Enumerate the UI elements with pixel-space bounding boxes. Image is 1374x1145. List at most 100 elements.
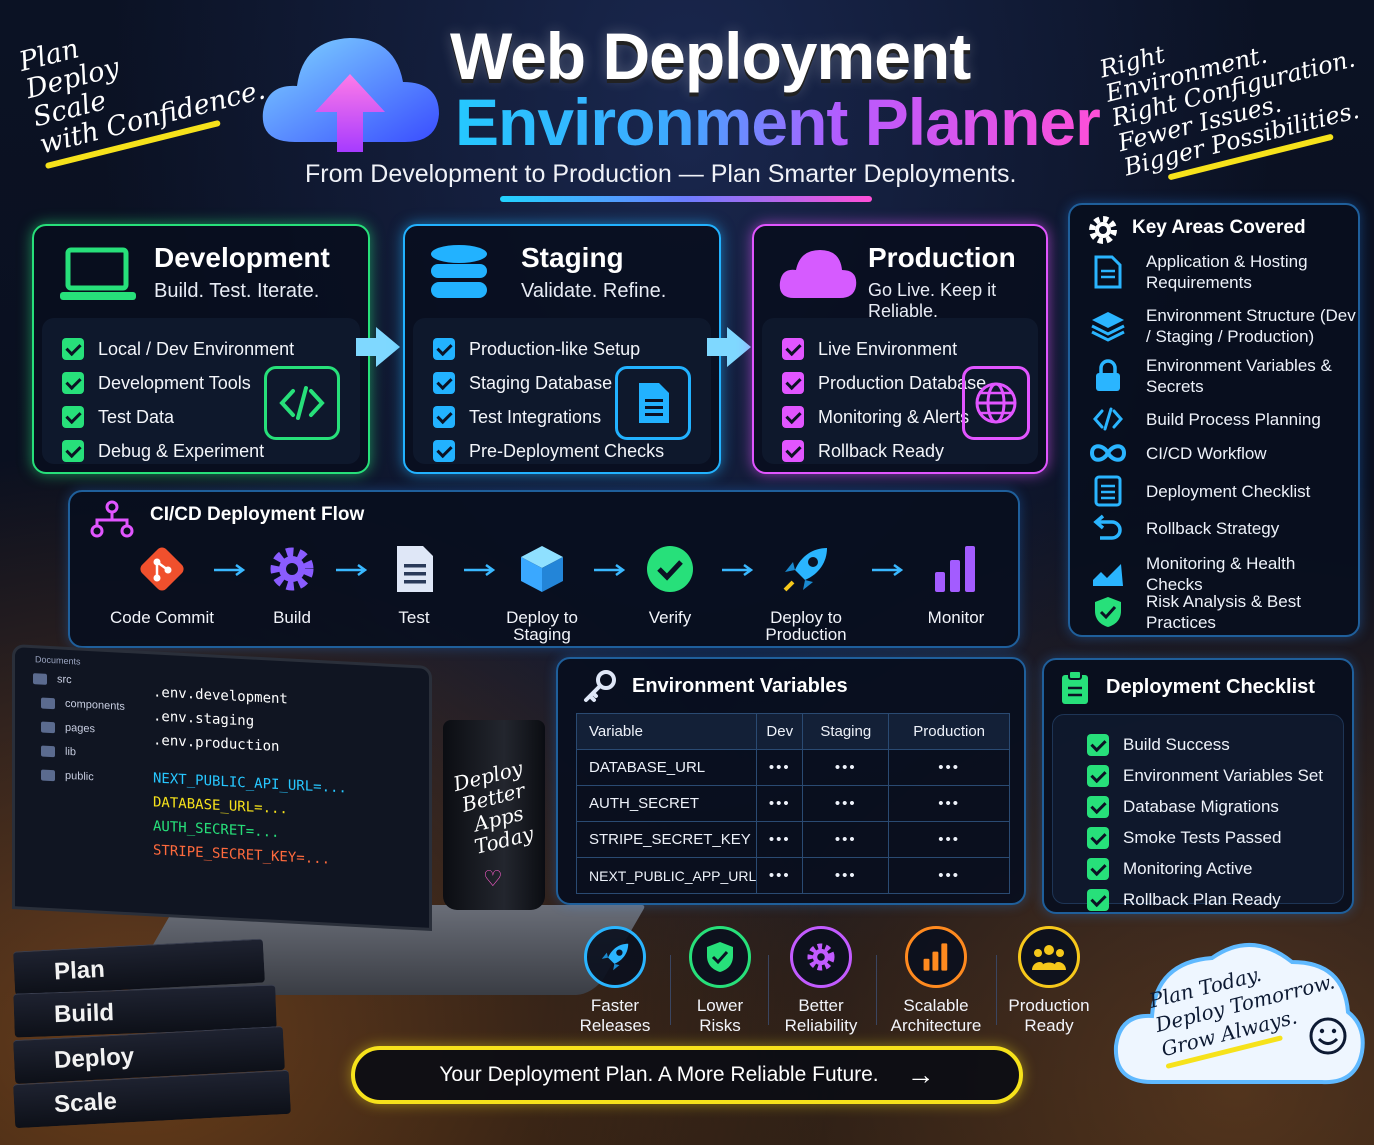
checklist-items-panel: Build Success Environment Variables Set … (1052, 714, 1344, 911)
masked-value: ••• (756, 857, 804, 894)
tagline-left: Plan Deploy Scale with Confidence. (16, 0, 271, 170)
arrow-right-icon (464, 564, 496, 576)
column-header: Dev (756, 713, 804, 750)
env-items-panel: Live Environment Production Database Mon… (762, 318, 1038, 464)
flow-step: Deploy to Production (746, 542, 866, 643)
checkbox-icon (1087, 888, 1109, 911)
smiley-icon (1309, 1017, 1347, 1055)
benefit-production-ready: Production Ready (1004, 926, 1094, 1036)
book-stack: Plan Build Deploy Scale (13, 938, 294, 1129)
layers-icon (1088, 308, 1128, 344)
cube-icon (521, 546, 563, 592)
env-item: Live Environment (782, 332, 986, 366)
divider (670, 955, 671, 1025)
code-icon (1088, 401, 1128, 437)
env-item: Pre-Deployment Checks (433, 434, 664, 468)
key-area-item: Environment Variables & Secrets (1088, 355, 1356, 397)
document-icon (1088, 254, 1128, 290)
gear-icon (1089, 216, 1117, 244)
page-subtitle: From Development to Production — Plan Sm… (305, 160, 1017, 188)
env-subtitle: Build. Test. Iterate. (154, 280, 320, 302)
arrow-right-icon (722, 564, 754, 576)
arrow-right-icon (356, 327, 400, 367)
checkbox-icon (1087, 826, 1109, 849)
folder-icon (41, 721, 55, 733)
arrow-right-icon (594, 564, 626, 576)
checkbox-icon (1087, 733, 1109, 756)
git-icon (140, 547, 184, 591)
rocket-icon (783, 548, 827, 592)
lock-icon (1088, 358, 1128, 394)
heart-icon: ♡ (483, 866, 503, 891)
database-icon (431, 245, 487, 298)
masked-value: ••• (888, 821, 1010, 858)
cloud-icon (779, 250, 857, 298)
code-icon (264, 366, 340, 440)
code-editor[interactable]: .env.development .env.staging .env.produ… (153, 680, 415, 876)
checklist-item: Monitoring Active (1087, 853, 1323, 884)
cloud-note: Plan Today. Deploy Tomorrow. Grow Always… (1112, 922, 1366, 1092)
key-area-item: Rollback Strategy (1088, 510, 1356, 546)
env-variables-table: Variable Dev Staging Production DATABASE… (575, 713, 1010, 894)
masked-value: ••• (756, 821, 804, 858)
key-area-item: Deployment Checklist (1088, 473, 1356, 509)
benefit-better-reliability: Better Reliability (776, 926, 866, 1036)
checklist-item: Rollback Plan Ready (1087, 884, 1323, 915)
env-card-development: Development Build. Test. Iterate. Local … (32, 224, 370, 474)
env-subtitle: Validate. Refine. (521, 280, 667, 302)
table-row: NEXT_PUBLIC_APP_URL ••• ••• ••• (575, 857, 1010, 894)
masked-value: ••• (888, 749, 1010, 786)
checklist-item: Database Migrations (1087, 791, 1323, 822)
key-areas-panel: Key Areas Covered Application & Hosting … (1068, 203, 1360, 637)
checkbox-icon (1087, 764, 1109, 787)
arrow-right-icon: → (906, 1059, 935, 1090)
document-icon (397, 546, 433, 592)
variable-name: STRIPE_SECRET_KEY (575, 821, 758, 858)
env-item: Development Tools (62, 366, 294, 400)
masked-value: ••• (802, 857, 890, 894)
env-title: Development (154, 242, 330, 273)
folder-icon (33, 672, 47, 685)
deployment-checklist-panel: Deployment Checklist Build Success Envir… (1042, 658, 1354, 914)
key-area-item: Monitoring & Health Checks (1088, 553, 1356, 595)
env-item: Test Data (62, 400, 294, 434)
key-icon (584, 670, 616, 702)
checklist-item: Build Success (1087, 729, 1323, 760)
shield-icon (1088, 594, 1128, 630)
shield-icon (689, 926, 751, 988)
checkbox-icon (1087, 795, 1109, 818)
env-item: Staging Database (433, 366, 664, 400)
checkbox-icon (433, 338, 455, 360)
checklist-title: Deployment Checklist (1106, 676, 1315, 698)
column-header: Production (888, 713, 1010, 750)
checkbox-icon (433, 372, 455, 394)
undo-icon (1088, 510, 1128, 546)
key-area-item: Risk Analysis & Best Practices (1088, 591, 1356, 633)
cta-button[interactable]: Your Deployment Plan. A More Reliable Fu… (351, 1046, 1023, 1104)
team-icon (1018, 926, 1080, 988)
env-item: Rollback Ready (782, 434, 986, 468)
env-item: Production-like Setup (433, 332, 664, 366)
masked-value: ••• (802, 785, 890, 822)
folder-item[interactable]: public (33, 762, 151, 792)
cicd-flow-panel: CI/CD Deployment Flow Code Commit Build … (68, 490, 1020, 648)
env-item: Production Database (782, 366, 986, 400)
env-subtitle: Go Live. Keep it Reliable. (868, 280, 997, 321)
key-areas-title: Key Areas Covered (1132, 217, 1306, 238)
env-title: Production (868, 242, 1016, 273)
check-circle-icon (647, 546, 693, 592)
checkbox-icon (433, 406, 455, 428)
flow-step: Build (232, 542, 352, 626)
divider (768, 955, 769, 1025)
checklist-item: Environment Variables Set (1087, 760, 1323, 791)
variable-name: NEXT_PUBLIC_APP_URL (575, 857, 758, 894)
table-row: AUTH_SECRET ••• ••• ••• (575, 785, 1010, 822)
key-area-item: Environment Structure (Dev / Staging / P… (1088, 305, 1356, 347)
chart-icon (1088, 556, 1128, 592)
arrow-right-icon (214, 564, 246, 576)
cta-label: Your Deployment Plan. A More Reliable Fu… (439, 1063, 879, 1086)
arrow-right-icon (336, 564, 368, 576)
env-title: Staging (521, 242, 624, 273)
env-card-production: Production Go Live. Keep it Reliable. Li… (752, 224, 1048, 474)
env-variables-title: Environment Variables (632, 675, 848, 697)
